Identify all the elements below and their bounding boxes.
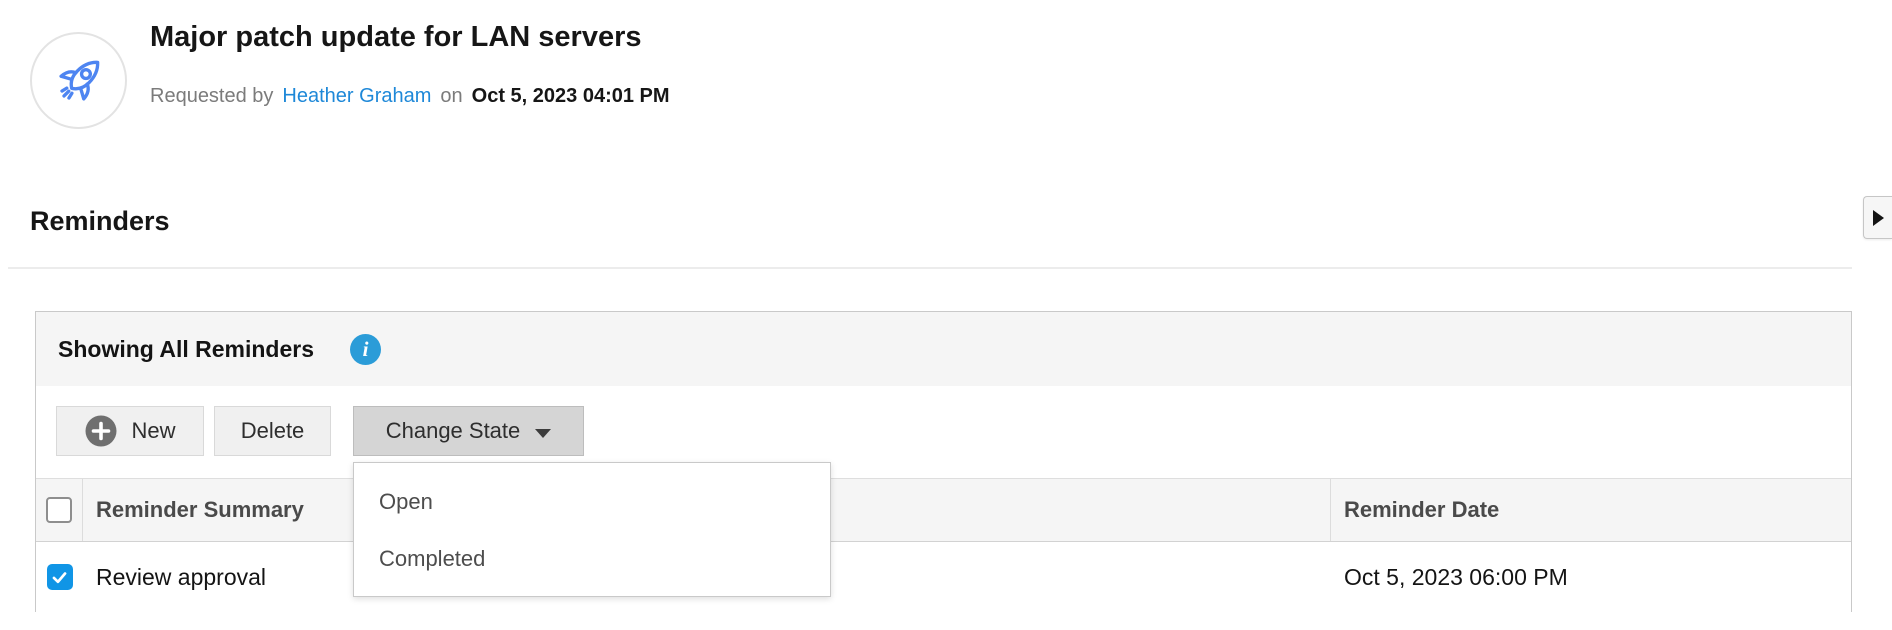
row-checkbox[interactable] <box>46 564 73 590</box>
table-row[interactable]: Review approval Oct 5, 2023 06:00 PM <box>36 542 1851 612</box>
column-header-label: Reminder Summary <box>96 497 304 522</box>
request-date: Oct 5, 2023 04:01 PM <box>471 85 670 107</box>
change-state-button[interactable]: Change State <box>353 406 584 456</box>
column-header-reminder-date: Reminder Date <box>1331 479 1851 541</box>
panel-header: Showing All Reminders i <box>36 312 1851 386</box>
rocket-icon <box>58 60 99 101</box>
chevron-down-icon <box>535 428 552 438</box>
page-title: Major patch update for LAN servers <box>150 21 642 53</box>
menu-item-completed[interactable]: Completed <box>379 545 486 571</box>
requester-link[interactable]: Heather Graham <box>282 85 432 107</box>
info-icon[interactable]: i <box>350 333 382 365</box>
request-meta: Requested by Heather Graham on Oct 5, 20… <box>150 85 670 108</box>
right-arrow-icon <box>1872 209 1884 226</box>
delete-button-label: Delete <box>240 418 305 443</box>
section-divider <box>8 267 1852 269</box>
reminders-heading: Reminders <box>30 206 170 236</box>
select-all-checkbox[interactable] <box>46 497 72 523</box>
avatar <box>30 32 127 129</box>
change-state-menu: Open Completed <box>353 462 831 597</box>
checkmark-icon <box>52 571 67 583</box>
reminder-date-cell: Oct 5, 2023 06:00 PM <box>1344 563 1568 590</box>
menu-item-open[interactable]: Open <box>379 488 433 514</box>
on-label: on <box>440 85 463 107</box>
toolbar: New Delete Change State <box>36 386 1851 478</box>
column-header-reminder-summary: Reminder Summary <box>83 479 1331 541</box>
panel-title: Showing All Reminders <box>58 335 315 362</box>
row-checkbox-cell <box>36 564 83 590</box>
new-button-label: New <box>131 418 176 443</box>
delete-button[interactable]: Delete <box>214 406 331 456</box>
expand-panel-button[interactable] <box>1863 196 1892 239</box>
column-header-label: Reminder Date <box>1344 497 1500 522</box>
reminders-panel: Showing All Reminders i New Delete Chang… <box>35 311 1852 612</box>
change-state-button-label: Change State <box>385 418 521 443</box>
requested-by-label: Requested by <box>150 85 274 107</box>
reminder-summary-cell: Review approval <box>96 563 267 590</box>
table-header: Reminder Summary Reminder Date <box>36 478 1851 542</box>
new-button[interactable]: New <box>56 406 204 456</box>
select-all-cell <box>36 479 83 541</box>
plus-icon <box>85 415 117 447</box>
